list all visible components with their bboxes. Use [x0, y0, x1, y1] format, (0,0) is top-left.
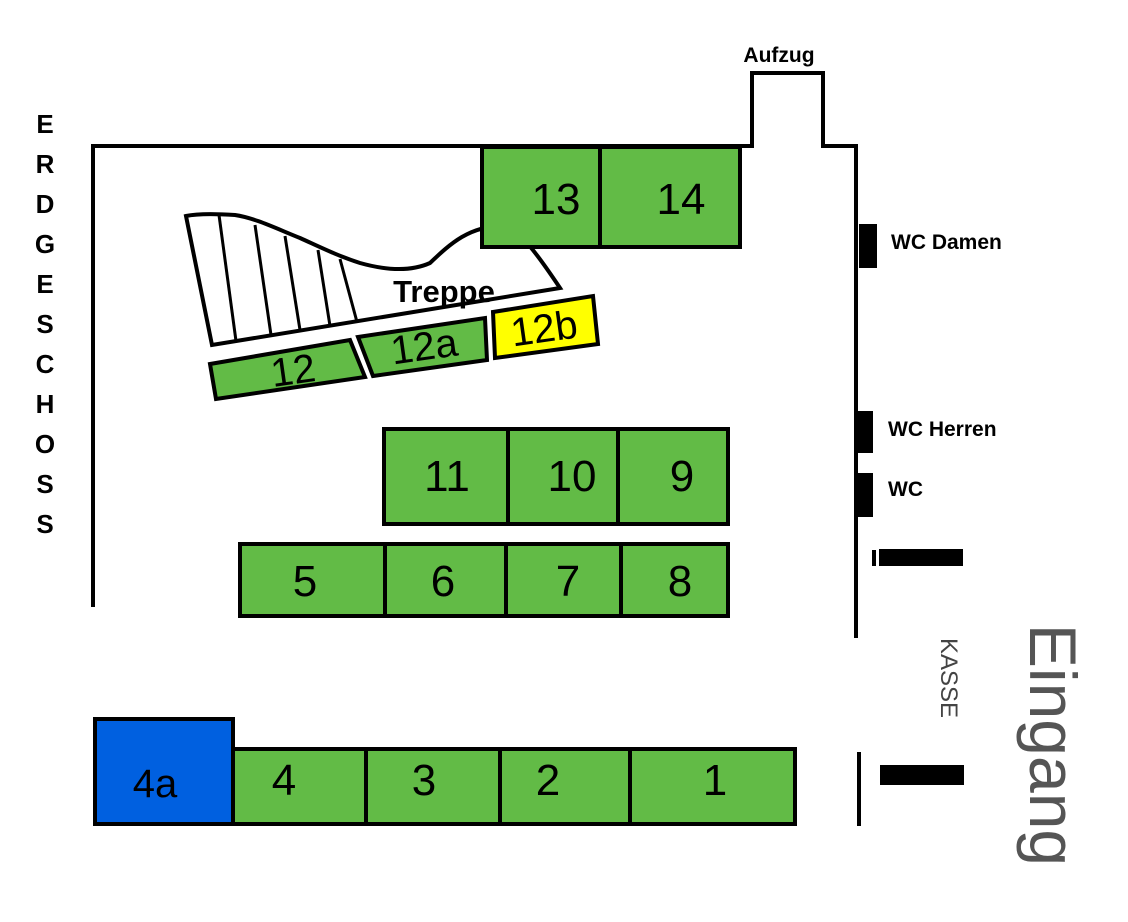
floor-title-letter: D	[35, 189, 55, 219]
stand-8-label: 8	[668, 557, 692, 606]
stand-4a-label: 4a	[133, 762, 178, 806]
stand-11-label: 11	[424, 452, 470, 501]
stand-13-label: 13	[532, 175, 581, 224]
stand-8[interactable]	[619, 542, 730, 618]
stand-1[interactable]	[628, 747, 797, 826]
stand-9[interactable]	[616, 427, 730, 526]
stand-2-label: 2	[536, 756, 560, 805]
area-labels: Aufzug Treppe WC Damen WC Herren WC KASS…	[393, 44, 1090, 866]
stand-12[interactable]	[207, 337, 368, 402]
stand-7-label: 7	[556, 557, 580, 606]
stand-labels: 13 14 12 12a 12b 11 10 9 5 6 7 8 4a 4 3 …	[133, 175, 727, 806]
floor-title-letter: S	[36, 469, 54, 499]
floor-title-letter: R	[35, 149, 55, 179]
wall-markers	[857, 224, 964, 785]
floor-title-letter: E	[36, 109, 54, 139]
eingang-label: Eingang	[1016, 624, 1090, 866]
stand-5-label: 5	[293, 557, 317, 606]
stand-1-label: 1	[703, 756, 727, 805]
floor-title-letter: G	[34, 229, 56, 259]
floor-title-letter: H	[35, 389, 55, 419]
entrance-bar-bottom	[880, 765, 964, 785]
entrance-bar-top	[879, 549, 963, 566]
wc-door	[857, 473, 873, 517]
wc-damen-door	[859, 224, 877, 268]
stands	[93, 145, 797, 826]
stand-4a[interactable]	[93, 717, 235, 826]
stand-2[interactable]	[498, 747, 632, 826]
floor-title-letter: O	[34, 429, 56, 459]
treppe-label: Treppe	[393, 274, 495, 309]
outer-wall	[91, 71, 858, 638]
wc-herren-label: WC Herren	[888, 418, 997, 441]
stand-12b[interactable]	[490, 293, 601, 361]
wc-herren-door	[857, 411, 873, 453]
stand-6-label: 6	[431, 557, 455, 606]
stair-steps	[217, 214, 359, 342]
stand-11[interactable]	[382, 427, 510, 526]
wc-label: WC	[888, 478, 923, 501]
stand-14[interactable]	[598, 145, 742, 249]
stand-14-label: 14	[657, 175, 706, 224]
aufzug-label: Aufzug	[743, 44, 814, 67]
stand-9-label: 9	[670, 452, 694, 501]
stand-13[interactable]	[480, 145, 602, 249]
floor-title-letter: C	[35, 349, 55, 379]
kasse-label: KASSE	[935, 638, 962, 718]
stand-7[interactable]	[504, 542, 623, 618]
floor-title-letter: S	[36, 309, 54, 339]
entrance-tick-top	[872, 550, 876, 566]
stand-4[interactable]	[231, 747, 368, 826]
stand-12b-label: 12b	[508, 303, 580, 356]
stand-3-label: 3	[412, 756, 436, 805]
walls	[91, 71, 861, 826]
stand-12-label: 12	[268, 346, 318, 396]
stand-4-label: 4	[272, 756, 296, 805]
wc-damen-label: WC Damen	[891, 231, 1002, 254]
floor-title-letter: S	[36, 509, 54, 539]
stand-12a-label: 12a	[388, 320, 461, 373]
floor-title-letter: E	[36, 269, 54, 299]
stand-12a[interactable]	[355, 315, 490, 379]
stand-10-label: 10	[548, 452, 597, 501]
